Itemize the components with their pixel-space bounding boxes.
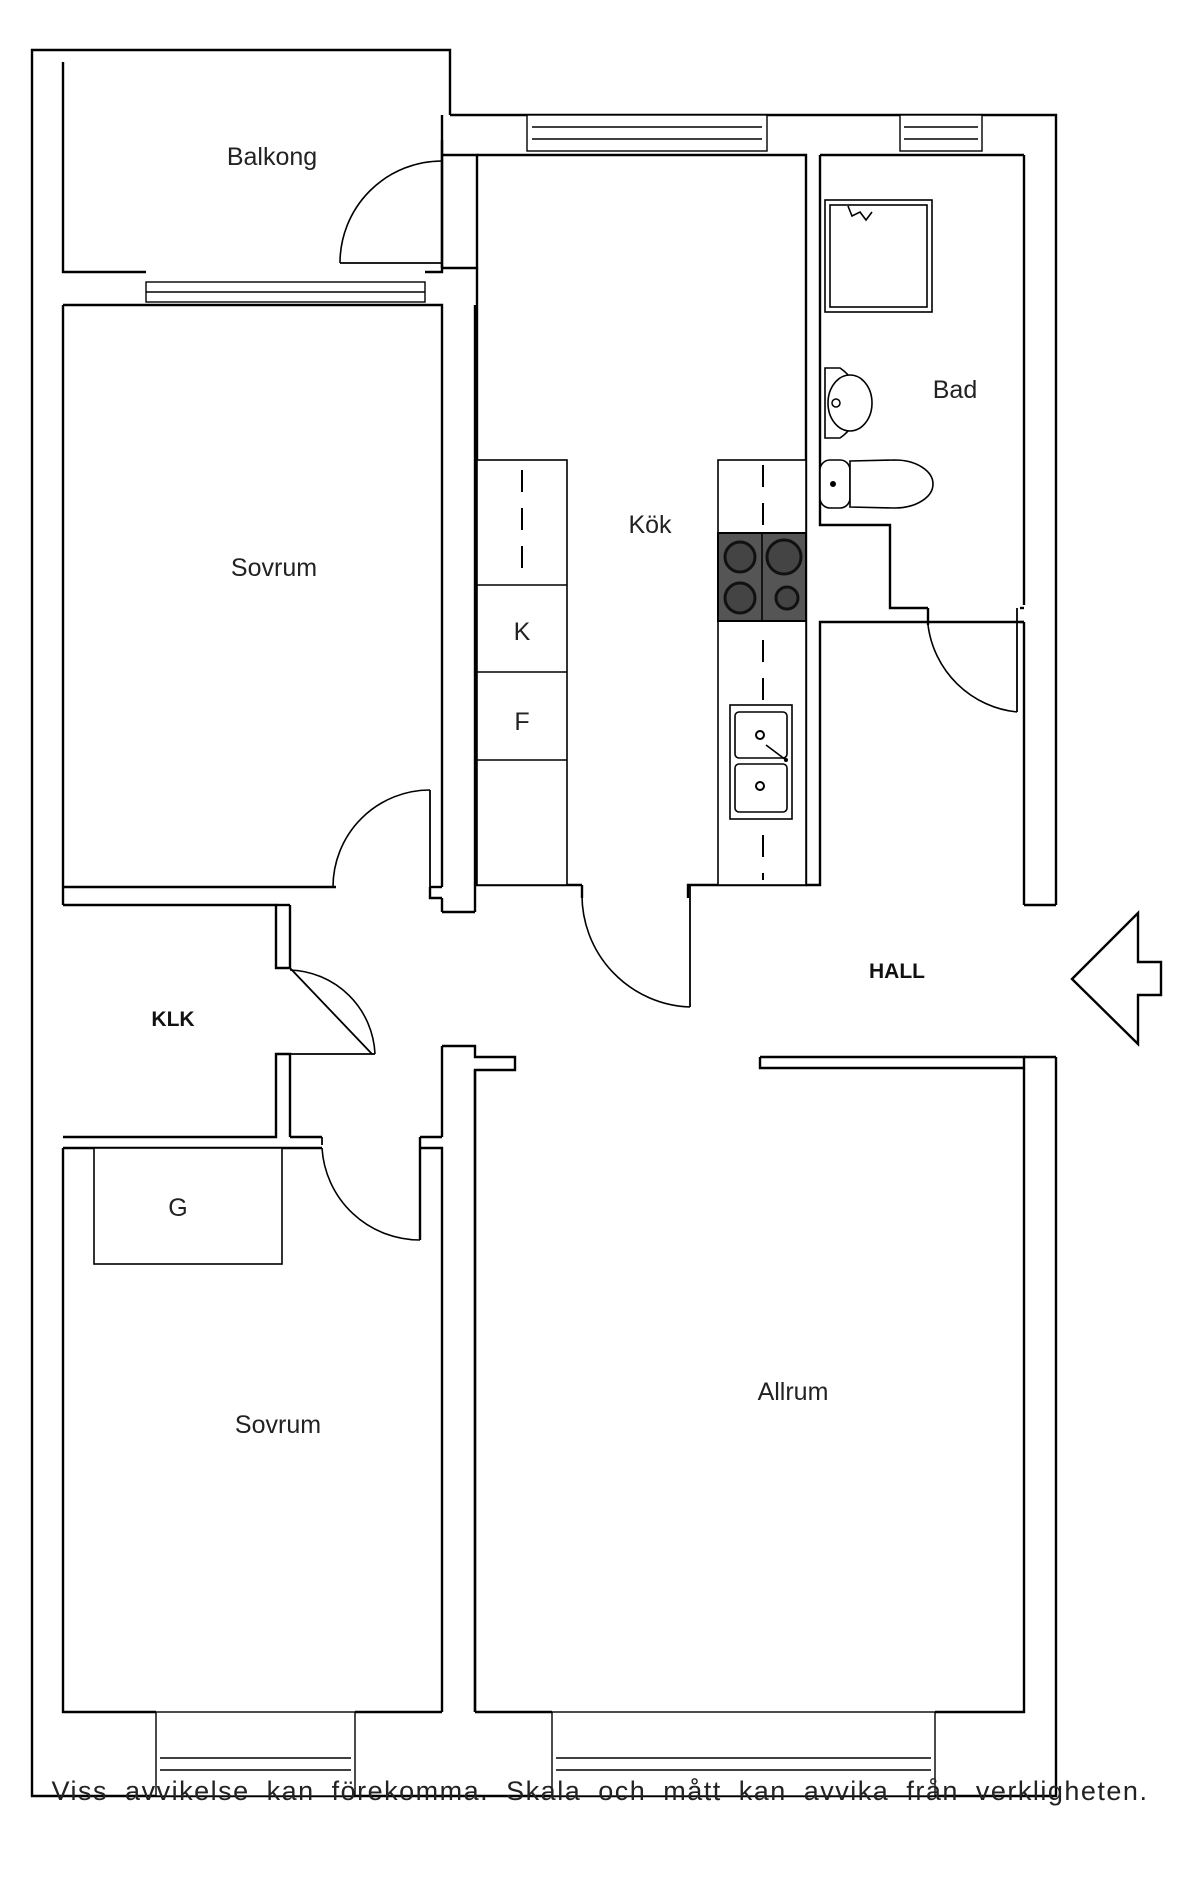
fridge-label: K: [514, 618, 531, 646]
closet-klk: [63, 903, 376, 1139]
kitchen: K F: [475, 153, 808, 1008]
window-allrum: [551, 1711, 936, 1797]
bedroom-top-walls: [63, 303, 477, 914]
bathroom: [818, 153, 1024, 713]
room-label-sovrum-bottom: Sovrum: [235, 1411, 321, 1439]
window-bad: [899, 114, 983, 152]
room-label-allrum: Allrum: [758, 1378, 829, 1406]
room-label-balkong: Balkong: [227, 143, 317, 171]
room-label-bad: Bad: [933, 376, 977, 404]
window-kok: [526, 114, 768, 152]
room-label-sovrum-top: Sovrum: [231, 554, 317, 582]
balcony: [339, 140, 479, 270]
hall-walls: [758, 620, 1026, 1070]
wardrobe: [93, 1147, 283, 1265]
corridor-walls: [290, 898, 517, 1712]
windows: [145, 114, 983, 1797]
entrance-arrow-icon: [1070, 910, 1163, 1047]
window-sovrum-bottom: [155, 1711, 356, 1797]
burner-icon: [723, 581, 757, 615]
outer-walls: [30, 48, 1058, 1798]
burner-icon: [774, 585, 800, 611]
room-label-kok: Kök: [628, 511, 672, 539]
bedroom-bottom-walls: G: [63, 1146, 444, 1712]
freezer-label: F: [514, 708, 529, 736]
wardrobe-label: G: [168, 1194, 187, 1222]
disclaimer-text: Viss avvikelse kan förekomma. Skala och …: [51, 1776, 1149, 1806]
room-label-klk: KLK: [151, 1008, 194, 1031]
room-labels: Balkong Kök Bad Sovrum KLK HALL Sovrum A…: [151, 143, 977, 1439]
burner-icon: [723, 540, 757, 574]
room-label-hall: HALL: [869, 960, 925, 983]
burner-icon: [765, 538, 803, 576]
